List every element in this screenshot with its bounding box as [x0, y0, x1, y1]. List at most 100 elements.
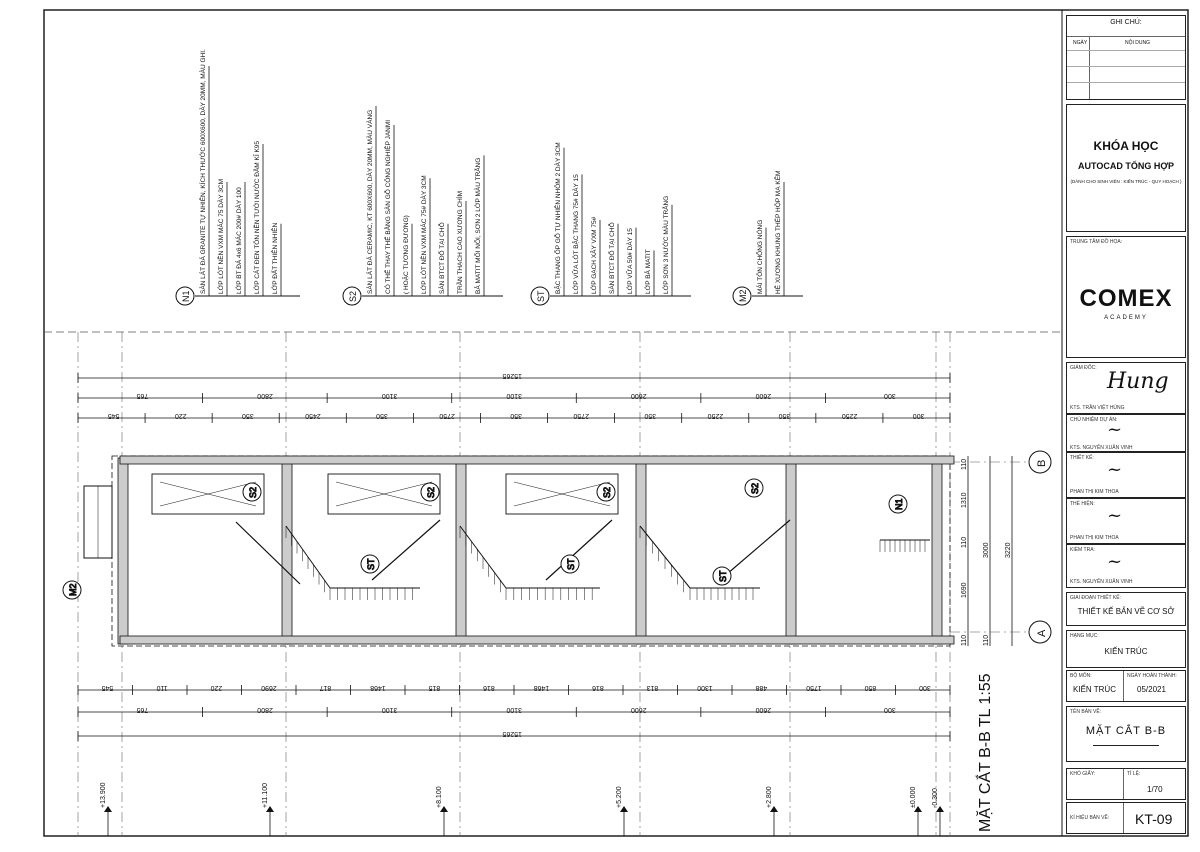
level-triangle	[104, 806, 112, 812]
dim-top-row2-label: 2750	[573, 412, 589, 419]
plan-tag-st-circle	[360, 554, 380, 574]
comex-logo: COMEX	[1067, 285, 1185, 313]
level-label: +8.100	[436, 786, 443, 808]
legend-line: LỚP SƠN 3 NƯỚC MÀU TRẮNG	[661, 196, 670, 294]
level-marks: +13.900+11.100+8.100+5.200+2.800±0.000-0…	[100, 782, 944, 836]
legend-line: TRẦN THẠCH CAO XƯƠNG CHÌM	[454, 191, 464, 294]
level-triangle	[914, 806, 922, 812]
legend-tag-m2: M2	[732, 286, 752, 306]
floor-slab	[635, 457, 647, 645]
scale-label: TỈ LỆ:	[1127, 771, 1141, 777]
notes-title: GHI CHÚ:	[1110, 19, 1142, 26]
legend-tag-s2-label: S2	[348, 291, 358, 302]
pm-box: CHỦ NHIỆM DỰ ÁN: ~ KTS. NGUYỄN XUÂN VINH	[1066, 414, 1186, 452]
dim-bottom-overall-label: 15265	[502, 730, 522, 737]
done-label: NGÀY HOÀN THÀNH:	[1127, 673, 1177, 679]
wall-top	[119, 455, 955, 465]
dim-top-row2-label: 545	[108, 412, 120, 419]
check-name: KTS. NGUYỄN XUÂN VINH	[1070, 579, 1133, 585]
level-triangle	[936, 806, 944, 812]
plan-tag-s2-label: S2	[426, 487, 436, 498]
check-signature: ~	[1107, 551, 1123, 572]
sheetno-box: KÍ HIỆU BẢN VẼ: KT-09	[1066, 802, 1186, 834]
dim-top-row2-label: 350	[510, 412, 522, 419]
plan-tag-st: ST	[360, 554, 380, 574]
level-mark: +13.900	[100, 782, 112, 836]
item-box: HẠNG MỤC: KIẾN TRÚC	[1066, 630, 1186, 668]
dim-bottom-row1-label: 2690	[261, 684, 277, 691]
dim-bottom-row1-label: 110	[156, 684, 167, 691]
dim-top-row1-label: 765	[136, 392, 148, 399]
dim-bottom-row2-label: 2800	[257, 706, 273, 713]
window-frame	[505, 473, 619, 515]
window-hatch	[159, 481, 257, 507]
dim-bottom-row1-label: 1750	[806, 684, 822, 691]
draw-label: THỂ HIỆN:	[1070, 501, 1095, 507]
axis-label: B	[1036, 460, 1048, 467]
plan-tag-m2-circle	[62, 580, 82, 600]
level-mark: -0.300	[932, 788, 944, 836]
floor-slab	[931, 457, 943, 645]
plan-tag-n1-label: N1	[894, 498, 904, 510]
level-label: +2.800	[766, 786, 773, 808]
stair-flight	[285, 525, 331, 593]
dept-box: BỘ MÔN: KIẾN TRÚC NGÀY HOÀN THÀNH: 05/20…	[1066, 670, 1186, 702]
legend-line: HỆ XƯƠNG KHUNG THÉP HỘP MẠ KẼM	[773, 171, 782, 294]
plan-tag-s2: S2	[744, 478, 764, 498]
wall-bottom	[119, 635, 955, 645]
legend-line: BẬC THANG ỐP GỖ TỰ NHIÊN NHÔM 2 DÀY 3CM	[552, 142, 562, 294]
dim-bottom-row1-label: 850	[864, 684, 876, 691]
floor-slab	[455, 457, 467, 645]
stage-value: THIẾT KẾ BẢN VẼ CƠ SỞ	[1077, 607, 1175, 616]
dim-top-row1-label: 2600	[631, 392, 647, 399]
legend-tag-st: ST	[530, 286, 550, 306]
stair-flight	[329, 587, 420, 600]
level-label: ±0.000	[910, 787, 917, 808]
dim-top-row2-label: 350	[644, 412, 656, 419]
design-box: THIẾT KẾ: ~ PHAN THỊ KIM THOA	[1066, 452, 1186, 498]
dim-top-row2-label: 220	[175, 412, 187, 419]
legend-line: SÀN BTCT ĐỔ TẠI CHỖ	[607, 222, 616, 294]
plan-tag-n1: N1	[888, 494, 908, 514]
legend-tag-n1-circle	[175, 286, 195, 306]
dim-top-row2-label: 350	[376, 412, 388, 419]
plan-tag-s2-circle	[420, 482, 440, 502]
scale-box: KHỔ GIẤY: TỈ LỆ: 1/70	[1066, 768, 1186, 800]
legend-tag-m2-label: M2	[738, 289, 748, 302]
dim-top-overall: 15265	[77, 372, 951, 383]
level-triangle	[770, 806, 778, 812]
window-frame	[151, 473, 265, 515]
dim-right-label: 3220	[1005, 542, 1012, 558]
center-label: TRUNG TÂM ĐỒ HỌA:	[1070, 239, 1123, 245]
level-label: -0.300	[932, 788, 939, 808]
stair-flight	[459, 525, 507, 593]
director-name: KTS. TRẦN VIỆT HÙNG	[1070, 405, 1125, 411]
legend-line: CÓ THỂ THAY THẾ BẰNG SÀN GỖ CÔNG NGHIỆP …	[382, 120, 392, 294]
course-line2: AUTOCAD TỔNG HỢP	[1077, 161, 1174, 171]
window-hatch	[513, 481, 611, 507]
stair-landing	[719, 519, 791, 581]
axis-bubbles: BA	[950, 450, 1052, 644]
dim-right-label: 3000	[983, 542, 990, 558]
dept-label: BỘ MÔN:	[1070, 673, 1092, 679]
logo-sub: ACADEMY	[1104, 315, 1148, 321]
legend-line: SÀN LÁT ĐÁ GRANITE TỰ NHIÊN, KÍCH THƯỚC …	[198, 49, 207, 294]
dim-bottom-row2-label: 3100	[506, 706, 522, 713]
legend-line: ( HOẶC TƯƠNG ĐƯƠNG)	[401, 215, 410, 294]
sheetname-label: TÊN BẢN VẼ:	[1070, 709, 1102, 715]
dim-bottom-row2-label: 2600	[755, 706, 771, 713]
course-box: KHÓA HỌC AUTOCAD TỔNG HỢP (DÀNH CHO SINH…	[1066, 104, 1186, 232]
plan-tag-s2-circle	[596, 482, 616, 502]
draw-name: PHAN THỊ KIM THOA	[1070, 535, 1119, 541]
item-label: HẠNG MỤC:	[1070, 633, 1099, 639]
scale-value: 1/70	[1147, 785, 1163, 794]
dim-top-overall-label: 15265	[502, 372, 522, 379]
